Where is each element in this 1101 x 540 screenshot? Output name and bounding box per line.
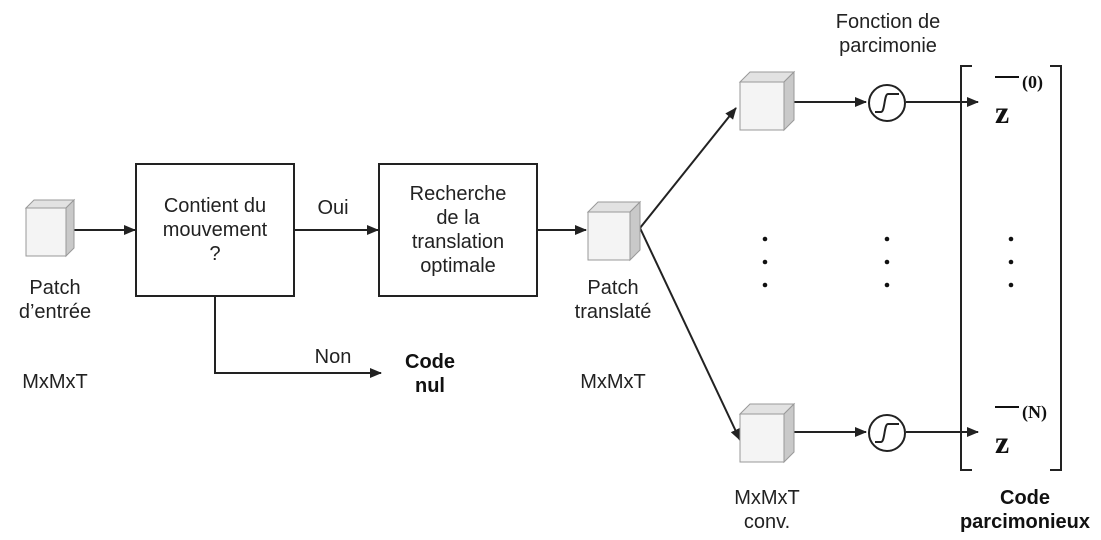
conv-size-label: MxMxT conv.: [734, 487, 800, 533]
code-vector-first: z (0): [995, 72, 1065, 132]
code-vector-last-bar: [995, 406, 1019, 408]
sparse-code-label: Code parcimonieux: [959, 487, 1091, 533]
code-vector-first-letter: z: [995, 94, 1010, 130]
translation-search-box: Recherche de la translation optimale: [378, 163, 538, 297]
null-code-label: Code nul: [405, 351, 455, 397]
translation-search-label: Recherche de la translation optimale: [409, 183, 507, 277]
input-size-label: MxMxT: [22, 371, 88, 393]
sparsity-function-top-icon: [868, 84, 906, 122]
ellipsis-dot-conv: [762, 259, 768, 265]
code-vector-last-index: (N): [1022, 402, 1047, 422]
conv-bottom-cube-icon: [738, 402, 796, 464]
code-vector-first-bar: [995, 76, 1019, 78]
ellipsis-dot-code: [1008, 282, 1014, 288]
ellipsis-dot-code: [1008, 236, 1014, 242]
ellipsis-dot-sparsity: [884, 282, 890, 288]
sparsity-function-bottom-icon: [868, 414, 906, 452]
conv-top-cube-icon: [738, 70, 796, 132]
code-vector-last-letter: z: [995, 424, 1010, 460]
arrow-patch-to-conv-top: [639, 107, 737, 229]
translated-patch-cube-icon: [586, 200, 642, 262]
code-vector-last: z (N): [995, 402, 1065, 462]
ellipsis-dot-conv: [762, 236, 768, 242]
sparse-code-bracket-right: [1050, 65, 1062, 471]
ellipsis-dot-code: [1008, 259, 1014, 265]
input-patch-cube-icon: [24, 198, 76, 258]
sparsity-function-label: Fonction de parcimonie: [835, 11, 941, 57]
motion-test-box: Contient du mouvement ?: [135, 163, 295, 297]
translated-patch-label: Patch translaté: [574, 277, 652, 323]
yes-label: Oui: [317, 197, 349, 219]
code-vector-first-index: (0): [1022, 72, 1043, 92]
input-patch-label: Patch d’entrée: [18, 277, 92, 323]
no-label: Non: [314, 346, 352, 368]
arrow-patch-to-conv-bottom: [639, 227, 741, 441]
motion-test-label: Contient du mouvement ?: [162, 195, 268, 265]
ellipsis-dot-sparsity: [884, 259, 890, 265]
sparse-code-bracket-left: [960, 65, 972, 471]
ellipsis-dot-conv: [762, 282, 768, 288]
arrow-no-to-null-code: [214, 296, 382, 378]
translated-size-label: MxMxT: [580, 371, 646, 393]
ellipsis-dot-sparsity: [884, 236, 890, 242]
